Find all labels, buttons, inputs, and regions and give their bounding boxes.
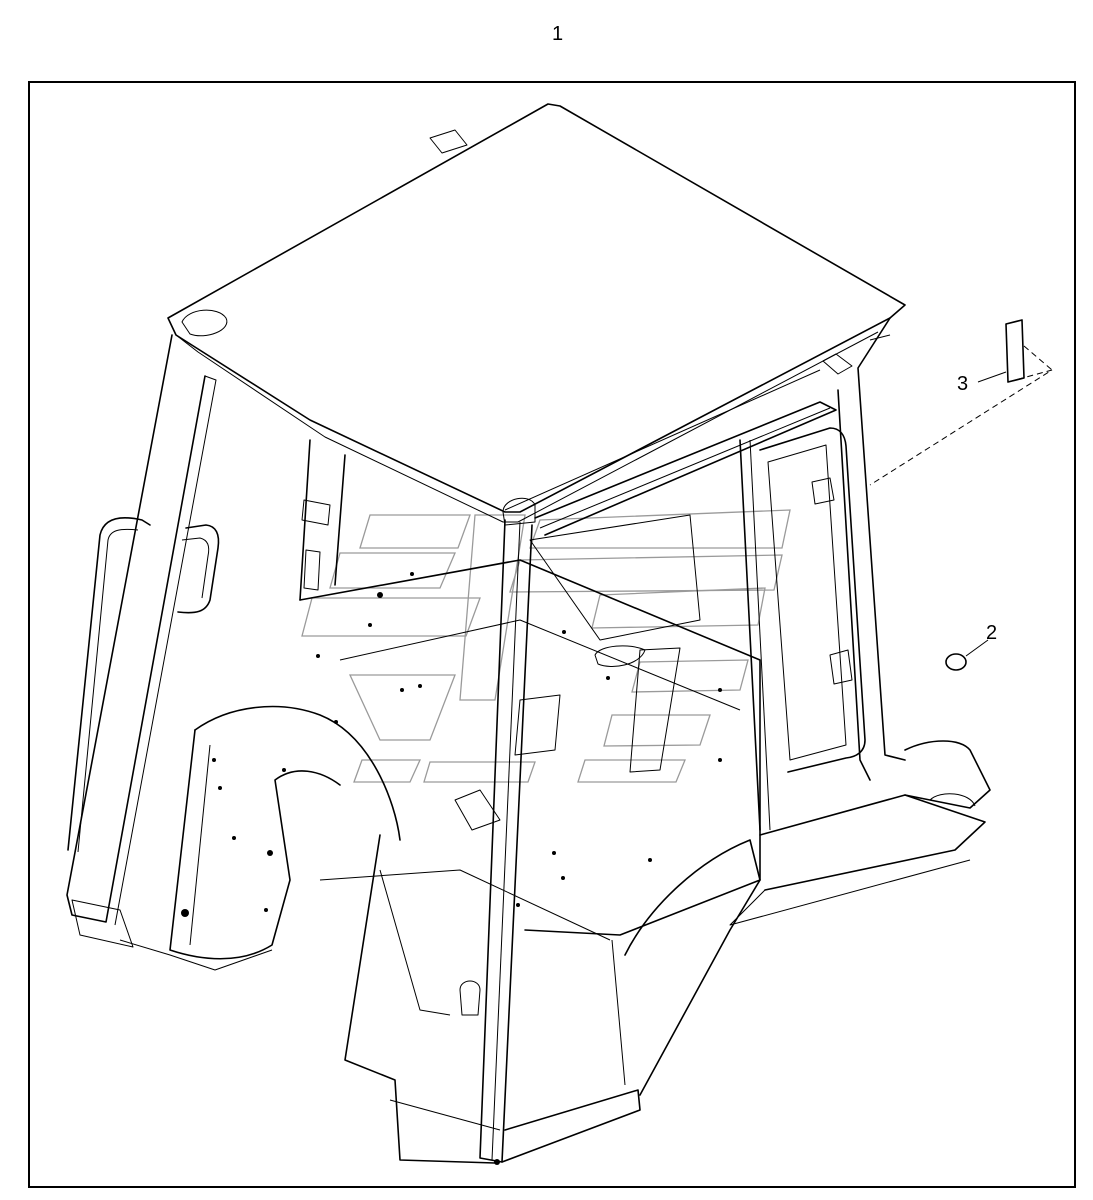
callout-label-1: 1 (552, 23, 564, 45)
grab-handle-rear (177, 524, 220, 614)
left-fender (119, 705, 401, 971)
part-3-decal (869, 319, 1053, 486)
drawing-frame (28, 81, 1076, 1188)
front-header (534, 401, 837, 536)
right-rear-pillar (837, 317, 906, 781)
grab-handle-left (67, 517, 151, 853)
rear-inner-pillar (299, 439, 346, 601)
front-left-pillar (479, 519, 533, 1165)
part-1-leader (504, 369, 821, 511)
callout-label-2: 2 (986, 622, 998, 644)
front-lower-panel (344, 834, 761, 1164)
callout-label-3: 3 (957, 373, 969, 395)
watermark-logo (301, 509, 791, 783)
part-2-grommet (945, 639, 989, 671)
right-base-rail (729, 740, 991, 926)
left-rear-pillar (66, 334, 217, 948)
door-frame (739, 427, 866, 831)
cab-floor (299, 514, 761, 1016)
cab-roof (167, 103, 906, 526)
